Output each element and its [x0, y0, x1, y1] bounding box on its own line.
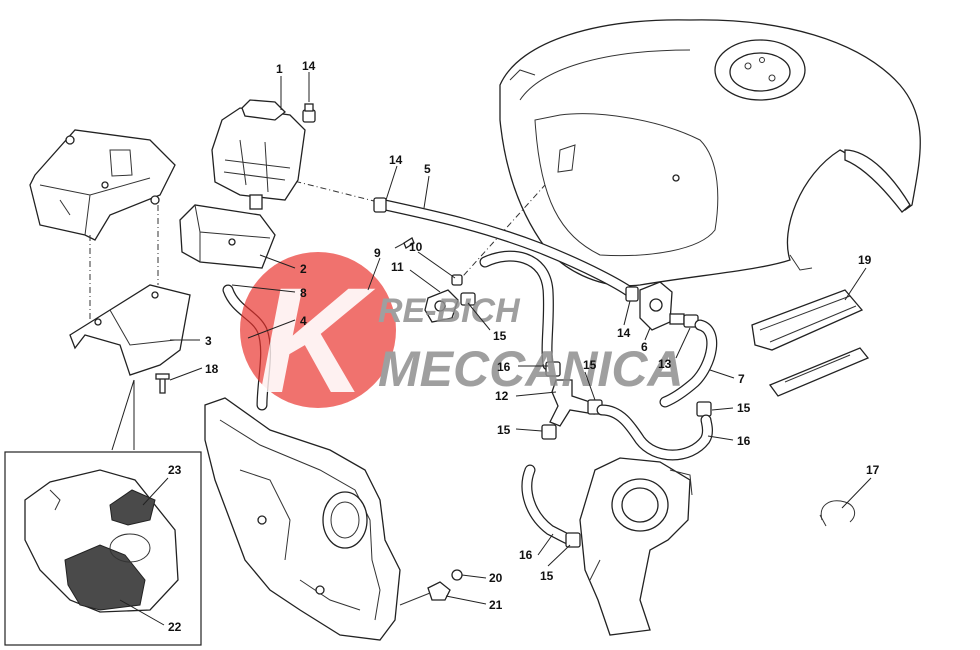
watermark-circle: [240, 252, 396, 408]
engine-crankcase: [204, 397, 401, 641]
callout-19: 19: [858, 253, 872, 267]
clamp-part-14-hose5: [373, 197, 387, 213]
side-cover-part-3: [69, 284, 191, 376]
callout-labels: 1 14 14 14 5 9 10 11 2 8 4 3 18 15 16 15…: [168, 59, 880, 634]
callout-9: 9: [374, 246, 381, 260]
t-fitting-part-12: [549, 379, 597, 427]
callout-2: 2: [300, 262, 307, 276]
clamp-part-15-a: [545, 361, 561, 377]
callout-20: 20: [489, 571, 503, 585]
watermark-line2: MECCANICA: [378, 341, 684, 397]
callout-10: 10: [409, 240, 423, 254]
assembly-line: [269, 174, 391, 206]
callout-11: 11: [391, 260, 404, 274]
clamp-part-15-c: [541, 424, 557, 440]
callout-7: 7: [738, 372, 745, 386]
callout-23: 23: [168, 463, 182, 477]
callout-15: 15: [497, 423, 511, 437]
callout-21: 21: [489, 598, 503, 612]
bolt-part-9: [394, 237, 415, 249]
clamp-part-15-e: [565, 532, 581, 548]
callout-8: 8: [300, 286, 307, 300]
callout-15: 15: [493, 329, 507, 343]
clamp-part-15-upper: [460, 292, 476, 306]
hose-part-16-right: [596, 404, 714, 461]
callout-14: 14: [389, 153, 403, 167]
clamp-part-14-valve: [625, 286, 639, 302]
fuel-tank: [499, 19, 921, 287]
watermark-k-letter: K: [258, 256, 376, 424]
hose-part-5: [379, 199, 636, 298]
valve-part-11: [424, 289, 459, 323]
bracket-part-21: [399, 581, 451, 606]
leader-lines: [111, 72, 872, 605]
hose-part-upper: [479, 250, 554, 371]
callout-5: 5: [424, 162, 431, 176]
expansion-reservoir-part-1: [211, 99, 306, 210]
callout-15: 15: [540, 569, 554, 583]
mounting-bracket: [29, 129, 176, 241]
callout-13: 13: [658, 357, 672, 371]
callout-15: 15: [583, 358, 597, 372]
callout-16: 16: [737, 434, 751, 448]
clip-part-17: [819, 500, 856, 527]
valve-part-6: [639, 281, 685, 331]
callout-16: 16: [497, 360, 511, 374]
hose-part-7: [659, 319, 718, 408]
callout-1: 1: [276, 62, 283, 76]
screw-part-18: [155, 373, 170, 394]
callout-22: 22: [168, 620, 182, 634]
inset-dark-part-23: [109, 489, 156, 526]
callout-4: 4: [300, 314, 307, 328]
callout-12: 12: [495, 389, 509, 403]
hose-part-16-lower: [521, 464, 576, 546]
box-part-2: [179, 204, 276, 269]
detail-inset: [4, 451, 202, 646]
clamp-part-15-d: [696, 401, 712, 417]
callout-18: 18: [205, 362, 219, 376]
cap-part-14: [302, 103, 316, 123]
callout-3: 3: [205, 334, 212, 348]
watermark-logo: K RE-BICH MECCANICA: [240, 252, 684, 424]
callout-6: 6: [641, 340, 648, 354]
callout-17: 17: [866, 463, 880, 477]
bolt-part-20: [451, 569, 463, 581]
throttle-body: [579, 457, 693, 636]
callout-14: 14: [302, 59, 316, 73]
callout-16: 16: [519, 548, 533, 562]
callout-14: 14: [617, 326, 631, 340]
bracket-part-19: [751, 289, 870, 397]
callout-15: 15: [737, 401, 751, 415]
watermark-line1: RE-BICH: [378, 292, 521, 330]
